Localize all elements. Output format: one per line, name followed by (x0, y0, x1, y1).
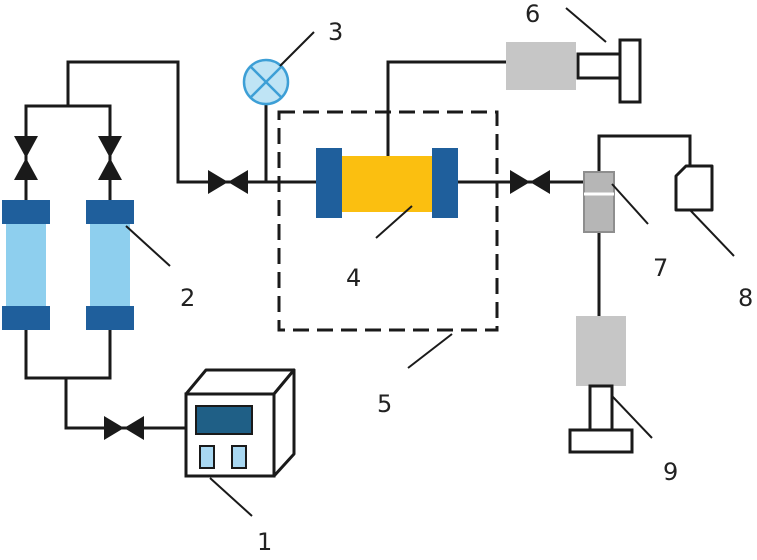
label-7: 7 (653, 254, 668, 282)
valve-pump (104, 416, 144, 440)
core-holder (316, 148, 458, 218)
cylinder-cap-bottom (86, 306, 134, 330)
core-holder-cap-right (432, 148, 458, 218)
pressure-gauge-icon (242, 58, 290, 106)
cylinder-left (2, 200, 50, 330)
pipe-separator-top (597, 134, 692, 174)
separator (583, 171, 615, 233)
leader-lines (125, 7, 735, 517)
thermostat-box (277, 110, 499, 332)
pressure-transducer (506, 38, 642, 104)
label-4: 4 (346, 264, 361, 292)
back-pressure-pump (568, 316, 634, 454)
label-5: 5 (377, 390, 392, 418)
label-1: 1 (257, 528, 272, 556)
valve-cylinder-right (98, 136, 122, 180)
valve-icon (510, 170, 530, 194)
valve-inlet (208, 170, 248, 194)
pump-button-left (199, 445, 215, 469)
valve-icon (98, 136, 122, 158)
pipe-transducer (386, 60, 508, 158)
label-2: 2 (180, 284, 195, 312)
label-3: 3 (328, 18, 343, 46)
valve-icon (104, 416, 124, 440)
valve-cylinder-left (14, 136, 38, 180)
cylinder-cap-top (86, 200, 134, 224)
core-holder-cap-left (316, 148, 342, 218)
valve-icon (208, 170, 228, 194)
pump-icon (184, 368, 296, 478)
pump-screen (195, 405, 253, 435)
label-8: 8 (738, 284, 753, 312)
pipe-to-pump (64, 376, 190, 430)
cylinder-right (86, 200, 134, 330)
label-6: 6 (525, 0, 540, 28)
pipe-cylinder-manifold (24, 104, 112, 202)
cylinder-cap-bottom (2, 306, 50, 330)
pump-button-right (231, 445, 247, 469)
collection-vessel (674, 164, 714, 212)
valve-icon (14, 136, 38, 158)
pipe-bottom-manifold (24, 328, 112, 380)
label-9: 9 (663, 458, 678, 486)
valve-outlet (510, 170, 550, 194)
cylinder-cap-top (2, 200, 50, 224)
